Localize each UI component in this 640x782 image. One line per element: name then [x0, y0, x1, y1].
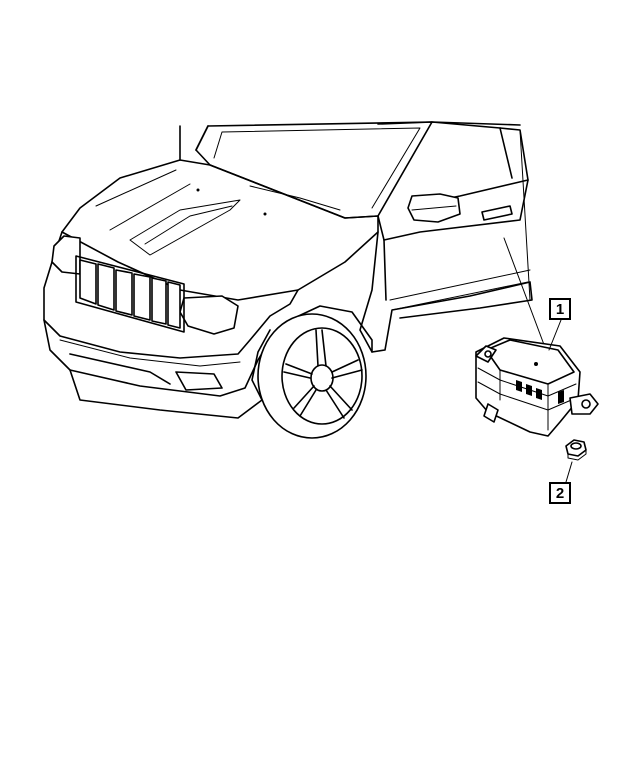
door-handle — [481, 205, 513, 221]
front-wheel — [257, 313, 367, 439]
grille — [75, 255, 185, 333]
hood-scoop — [129, 199, 241, 256]
leader-line-vehicle — [503, 237, 547, 351]
vehicle-illustration — [43, 121, 533, 439]
callout-2-label: 2 — [555, 484, 565, 502]
callout-1-badge[interactable]: 1 — [549, 298, 571, 320]
hood — [61, 159, 379, 301]
headlight-right — [179, 295, 239, 335]
windshield — [195, 121, 433, 219]
fog-light — [175, 371, 223, 391]
hex-nut-icon — [565, 439, 587, 461]
callout-1-label: 1 — [555, 300, 565, 318]
sensor-module-icon — [475, 337, 599, 437]
callout-2-badge[interactable]: 2 — [549, 482, 571, 504]
front-fascia — [43, 231, 299, 359]
leader-line-callout-1 — [548, 319, 562, 351]
leader-line-callout-2 — [565, 461, 573, 483]
